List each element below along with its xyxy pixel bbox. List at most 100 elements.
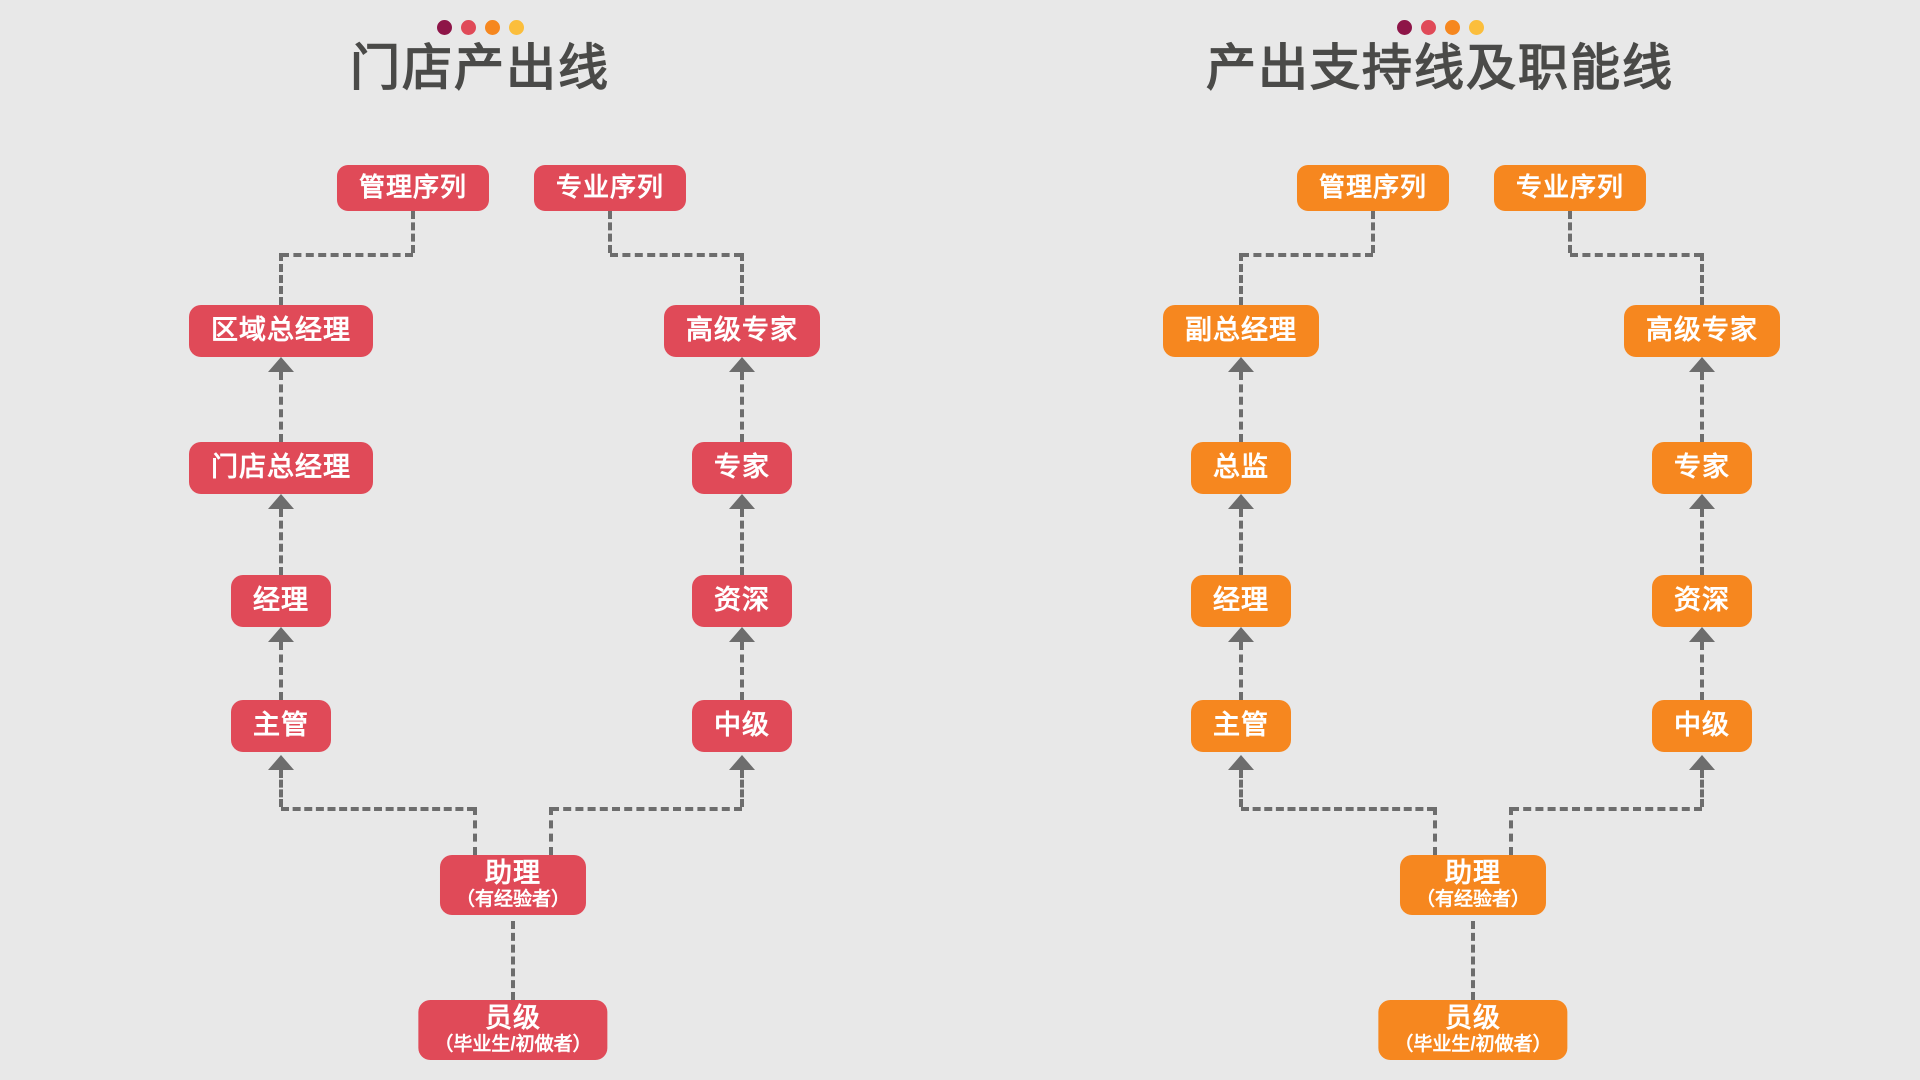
rank-expert[interactable]: 专家 (692, 442, 792, 494)
connector-vertical (740, 770, 744, 807)
rank-director[interactable]: 总监 (1191, 442, 1291, 494)
rank-staff[interactable]: 员级（毕业生/初做者） (418, 1000, 608, 1060)
rank-supervisor-label: 主管 (1213, 710, 1269, 741)
rank-intermediate[interactable]: 中级 (1652, 700, 1752, 752)
rank-director-label: 总监 (1213, 452, 1269, 483)
rank-senior-expert-label: 高级专家 (686, 315, 798, 346)
connector-horizontal (610, 253, 742, 257)
rank-manager-label: 经理 (1213, 585, 1269, 616)
rank-assistant-label: 助理 (484, 858, 541, 889)
rank-assistant[interactable]: 助理（有经验者） (439, 855, 587, 915)
connector-vertical (1700, 509, 1704, 575)
connector-arrowhead (268, 755, 294, 770)
rank-senior-label: 资深 (714, 585, 770, 616)
connector-horizontal (1241, 253, 1373, 257)
connector-arrowhead (729, 627, 755, 642)
connector-vertical (740, 642, 744, 700)
rank-staff-sublabel: （毕业生/初做者） (1394, 1034, 1552, 1056)
rank-assistant[interactable]: 助理（有经验者） (1399, 855, 1547, 915)
management-track-tag[interactable]: 管理序列 (336, 165, 490, 211)
connector-horizontal (281, 253, 413, 257)
connector-vertical (279, 372, 283, 442)
rank-expert-label: 专家 (714, 452, 770, 483)
connector-vertical (1700, 253, 1704, 305)
connector-arrowhead (729, 357, 755, 372)
rank-store-gm[interactable]: 门店总经理 (189, 442, 373, 494)
rank-senior-expert[interactable]: 高级专家 (1624, 305, 1780, 357)
rank-staff[interactable]: 员级（毕业生/初做者） (1378, 1000, 1568, 1060)
panel-output-support-and-function-line: 产出支持线及职能线管理序列专业序列副总经理总监经理主管高级专家专家资深中级助理（… (960, 0, 1920, 1080)
rank-deputy-gm[interactable]: 副总经理 (1163, 305, 1319, 357)
rank-assistant-label: 助理 (1444, 858, 1501, 889)
panel-store-output-line: 门店产出线管理序列专业序列区域总经理门店总经理经理主管高级专家专家资深中级助理（… (0, 20, 960, 1060)
rank-senior-label: 资深 (1674, 585, 1730, 616)
rank-store-gm-label: 门店总经理 (211, 452, 351, 483)
professional-track-tag[interactable]: 专业序列 (1493, 165, 1647, 211)
connector-vertical (1239, 372, 1243, 442)
connector-vertical (1700, 770, 1704, 807)
rank-staff-sublabel: （毕业生/初做者） (434, 1034, 592, 1056)
connector-arrowhead (1689, 755, 1715, 770)
rank-staff-label: 员级 (1445, 1003, 1501, 1034)
connector-vertical (608, 211, 612, 253)
dot-orange (1444, 20, 1460, 35)
professional-track-tag[interactable]: 专业序列 (533, 165, 687, 211)
panel-title: 产出支持线及职能线 (1206, 40, 1674, 96)
connector-arrowhead (268, 357, 294, 372)
rank-manager[interactable]: 经理 (231, 575, 331, 627)
connector-horizontal (1511, 807, 1702, 811)
rank-regional-gm[interactable]: 区域总经理 (189, 305, 373, 357)
rank-intermediate-label: 中级 (714, 710, 770, 741)
connector-horizontal (551, 807, 742, 811)
rank-intermediate[interactable]: 中级 (692, 700, 792, 752)
connector-vertical (1371, 211, 1375, 253)
rank-manager[interactable]: 经理 (1191, 575, 1291, 627)
connector-horizontal (281, 807, 475, 811)
connector-arrowhead (1228, 627, 1254, 642)
connector-vertical (1471, 921, 1475, 1000)
connector-vertical (1700, 372, 1704, 442)
management-track-tag[interactable]: 管理序列 (1296, 165, 1450, 211)
rank-senior[interactable]: 资深 (692, 575, 792, 627)
rank-senior-expert-label: 高级专家 (1646, 315, 1758, 346)
dot-maroon (1396, 20, 1412, 35)
connector-arrowhead (1228, 357, 1254, 372)
management-track-tag-label: 管理序列 (358, 172, 468, 203)
connector-arrowhead (268, 494, 294, 509)
rank-assistant-sublabel: （有经验者） (1415, 889, 1531, 911)
rank-expert-label: 专家 (1674, 452, 1730, 483)
connector-vertical (1568, 211, 1572, 253)
connector-vertical (740, 509, 744, 575)
connector-vertical (740, 253, 744, 305)
rank-senior[interactable]: 资深 (1652, 575, 1752, 627)
connector-arrowhead (268, 627, 294, 642)
professional-track-tag-label: 专业序列 (1515, 172, 1625, 203)
management-track-tag-label: 管理序列 (1318, 172, 1428, 203)
decorative-dots (1396, 20, 1484, 35)
decorative-dots (436, 20, 524, 35)
dot-orange (484, 20, 500, 35)
panel-header: 门店产出线 (0, 20, 960, 96)
connector-vertical (1433, 807, 1437, 855)
connector-vertical (1239, 509, 1243, 575)
connector-vertical (1700, 642, 1704, 700)
connector-arrowhead (1228, 494, 1254, 509)
connector-vertical (1239, 770, 1243, 807)
rank-senior-expert[interactable]: 高级专家 (664, 305, 820, 357)
connector-vertical (740, 372, 744, 442)
connector-vertical (279, 770, 283, 807)
rank-deputy-gm-label: 副总经理 (1185, 315, 1297, 346)
connector-vertical (549, 807, 553, 855)
dot-red (460, 20, 476, 35)
dot-maroon (436, 20, 452, 35)
rank-supervisor[interactable]: 主管 (1191, 700, 1291, 752)
connector-vertical (279, 509, 283, 575)
connector-horizontal (1241, 807, 1435, 811)
connector-horizontal (1570, 253, 1702, 257)
connector-vertical (1509, 807, 1513, 855)
rank-supervisor[interactable]: 主管 (231, 700, 331, 752)
rank-manager-label: 经理 (253, 585, 309, 616)
dot-red (1420, 20, 1436, 35)
connector-arrowhead (1689, 357, 1715, 372)
rank-expert[interactable]: 专家 (1652, 442, 1752, 494)
